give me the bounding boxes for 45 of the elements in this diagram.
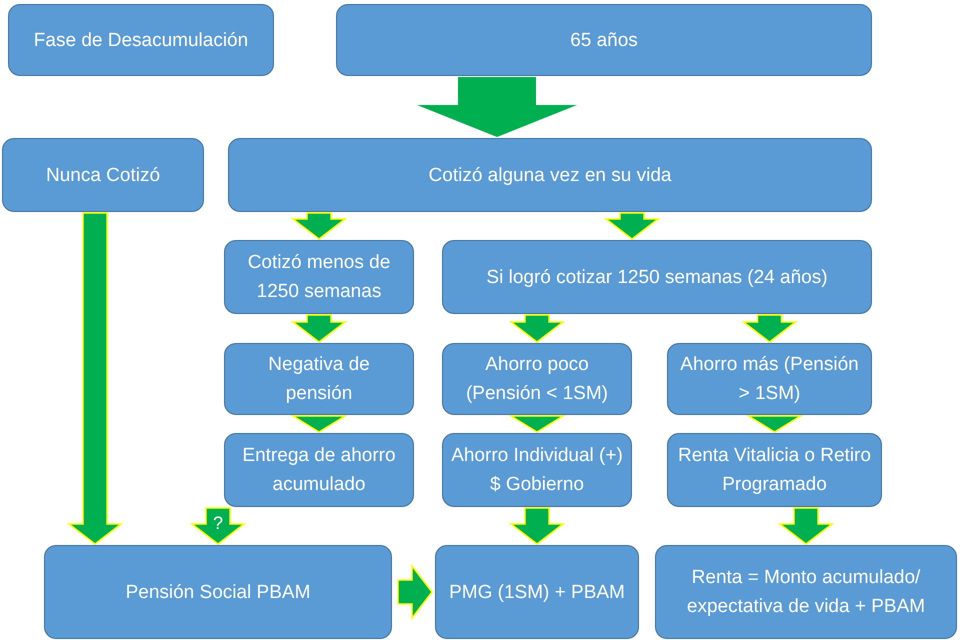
block-arrow — [190, 507, 246, 545]
block-arrow — [417, 77, 577, 137]
box-label: Negativa de pensión — [267, 353, 371, 406]
box-label: 65 años — [570, 28, 638, 52]
box-label: Ahorro poco (Pensión < 1SM) — [464, 353, 610, 406]
process-box — [228, 138, 872, 212]
process-box — [224, 433, 414, 507]
box-label: Entrega de ahorro acumulado — [241, 444, 397, 497]
block-arrow — [508, 415, 566, 433]
box-label: Cotizó alguna vez en su vida — [428, 164, 672, 188]
block-arrow — [741, 314, 798, 343]
process-box — [44, 545, 392, 639]
box-label: Nunca Cotizó — [46, 164, 160, 188]
block-arrow — [290, 415, 348, 433]
process-box — [435, 545, 639, 639]
box-label: Renta Vitalicia o Retiro Programado — [677, 444, 872, 497]
process-box — [224, 343, 414, 415]
block-arrow — [508, 507, 566, 545]
block-arrow — [290, 314, 348, 343]
process-box — [442, 433, 632, 507]
process-box — [667, 343, 872, 415]
block-arrow — [508, 314, 566, 343]
block-arrow — [604, 212, 660, 240]
box-label: Cotizó menos de 1250 semanas — [246, 251, 392, 304]
block-arrow — [778, 507, 834, 545]
process-box — [224, 240, 414, 314]
box-label: Renta = Monto acumulado/ expectativa de vida + PBAM — [686, 566, 926, 619]
process-box — [2, 138, 204, 212]
process-box — [442, 240, 872, 314]
box-label: Ahorro más (Pensión > 1SM) — [679, 353, 860, 406]
box-label: Ahorro Individual (+) $ Gobierno — [451, 444, 623, 497]
process-box — [667, 433, 882, 507]
block-arrow — [66, 212, 124, 545]
box-label: Fase de Desacumulación — [34, 28, 248, 52]
process-box — [8, 4, 274, 76]
box-label: Si logró cotizar 1250 semanas (24 años) — [486, 266, 828, 290]
process-box — [336, 4, 872, 76]
block-arrow — [290, 212, 348, 240]
edge-label: ? — [213, 514, 223, 532]
process-box — [655, 545, 957, 639]
block-arrow — [746, 415, 804, 433]
box-label: PMG (1SM) + PBAM — [449, 580, 625, 604]
process-box — [442, 343, 632, 415]
box-label: Pensión Social PBAM — [126, 580, 310, 604]
block-arrow — [397, 564, 433, 620]
